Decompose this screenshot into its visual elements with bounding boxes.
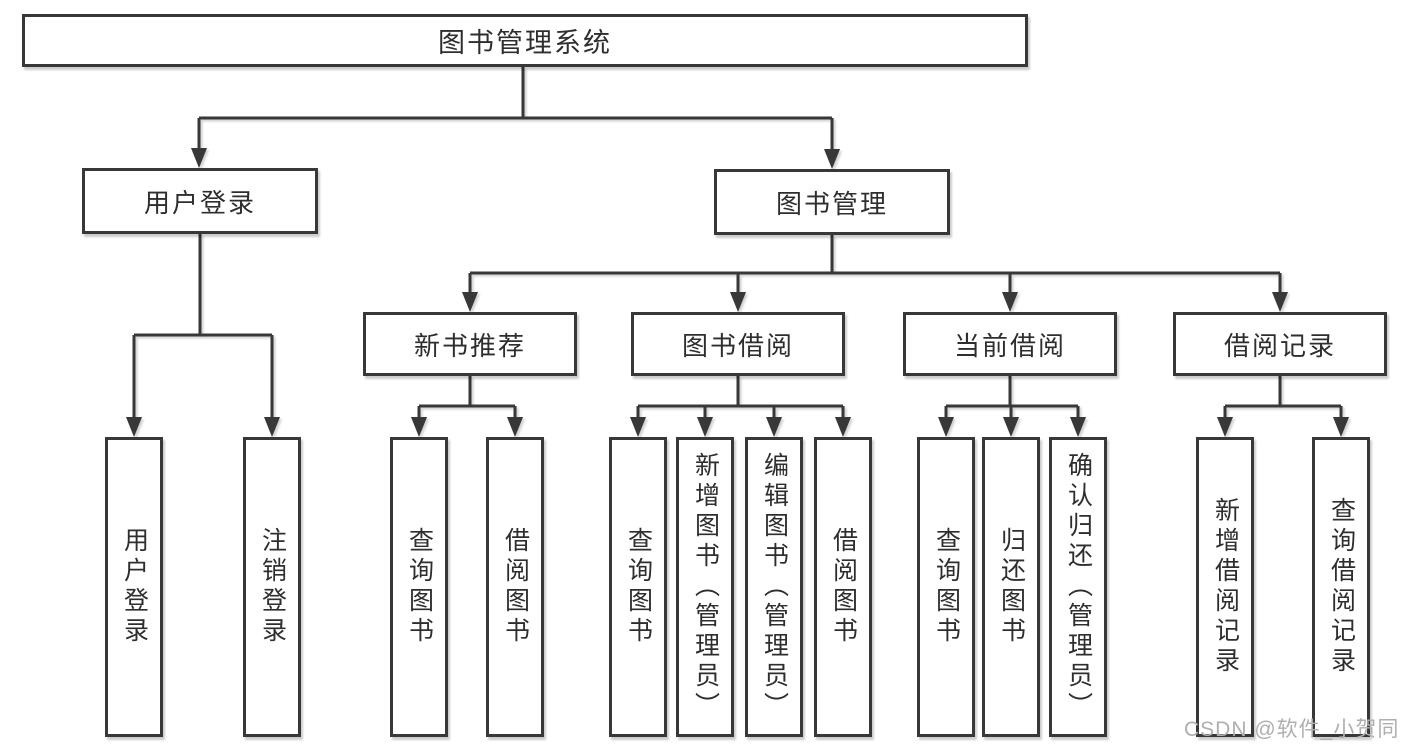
connector-current-borrowing-children <box>944 376 1080 419</box>
node-label: 用户登录 <box>120 527 149 647</box>
node-label: 用户登录 <box>143 187 256 218</box>
leaf-search-books-borrowing: 查询图书 <box>609 437 667 737</box>
node-book-borrowing: 图书借阅 <box>631 312 845 376</box>
connector-book-borrowing-children <box>636 376 845 419</box>
arrowhead <box>411 417 427 437</box>
node-book-management: 图书管理 <box>714 169 950 235</box>
connector-book-management-children <box>468 235 1282 294</box>
connector-borrowing-records-children <box>1223 376 1343 419</box>
node-label: 当前借阅 <box>953 330 1066 361</box>
arrowhead <box>766 417 782 437</box>
leaf-search-books-recommend: 查询图书 <box>390 437 448 737</box>
arrowhead <box>264 417 280 437</box>
arrowhead <box>835 417 851 437</box>
leaf-add-books-admin: 新增图书（管理员） <box>676 437 734 737</box>
node-label: 图书借阅 <box>681 330 794 361</box>
leaf-confirm-return-admin: 确认归还（管理员） <box>1049 437 1107 737</box>
arrowhead <box>1333 417 1349 437</box>
connector-new-book-recommend-children <box>417 376 517 419</box>
leaf-logout: 注销登录 <box>243 437 301 737</box>
leaf-search-books-current: 查询图书 <box>917 437 975 737</box>
arrowhead <box>507 417 523 437</box>
arrowhead <box>1003 417 1019 437</box>
leaf-add-borrow-record: 新增借阅记录 <box>1196 437 1254 737</box>
leaf-return-books: 归还图书 <box>982 437 1040 737</box>
arrowhead <box>1217 417 1233 437</box>
node-current-borrowing: 当前借阅 <box>903 312 1117 376</box>
node-label: 归还图书 <box>997 527 1026 647</box>
node-system-root: 图书管理系统 <box>22 14 1028 67</box>
node-new-book-recommend: 新书推荐 <box>363 312 577 376</box>
connector-user-login-children <box>132 234 274 419</box>
node-label: 借阅图书 <box>501 527 530 647</box>
arrowhead <box>191 148 207 168</box>
arrowhead <box>462 292 478 312</box>
node-label: 编辑图书（管理员） <box>760 452 789 722</box>
node-label: 注销登录 <box>258 527 287 647</box>
node-label: 查询借阅记录 <box>1327 497 1356 677</box>
node-label: 图书管理 <box>775 188 888 219</box>
leaf-borrow-books-recommend: 借阅图书 <box>486 437 544 737</box>
node-label: 借阅记录 <box>1223 330 1336 361</box>
node-label: 借阅图书 <box>829 527 858 647</box>
arrowhead <box>1272 292 1288 312</box>
arrowhead <box>938 417 954 437</box>
watermark: CSDN @软件_小贺同学 <box>1184 718 1400 741</box>
node-label: 查询图书 <box>405 527 434 647</box>
node-label: 查询图书 <box>624 527 653 647</box>
arrowhead <box>824 149 840 169</box>
node-label: 查询图书 <box>932 527 961 647</box>
arrowhead <box>1002 292 1018 312</box>
arrowhead <box>730 292 746 312</box>
leaf-borrow-books: 借阅图书 <box>814 437 872 737</box>
leaf-user-login: 用户登录 <box>105 437 163 737</box>
leaf-edit-books-admin: 编辑图书（管理员） <box>745 437 803 737</box>
node-label: 图书管理系统 <box>438 28 612 58</box>
node-label: 新增借阅记录 <box>1211 497 1240 677</box>
arrowhead <box>126 417 142 437</box>
node-label: 新增图书（管理员） <box>691 452 720 722</box>
node-label: 确认归还（管理员） <box>1064 452 1093 722</box>
node-label: 新书推荐 <box>413 330 526 361</box>
leaf-search-borrow-record: 查询借阅记录 <box>1312 437 1370 737</box>
connector-root-to-level2 <box>197 67 834 151</box>
arrowhead <box>1070 417 1086 437</box>
node-user-login: 用户登录 <box>82 168 318 234</box>
arrowhead <box>630 417 646 437</box>
node-borrowing-records: 借阅记录 <box>1173 312 1387 376</box>
arrowhead <box>697 417 713 437</box>
